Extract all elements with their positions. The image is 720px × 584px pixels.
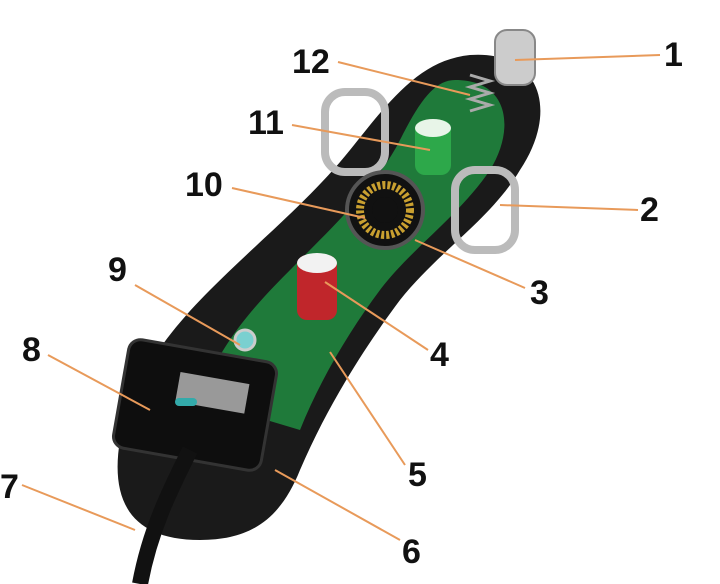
led <box>233 328 257 352</box>
side-contact-left <box>321 88 389 176</box>
tip-contact <box>494 29 536 86</box>
spring <box>464 73 496 113</box>
leader-4 <box>324 281 429 351</box>
usb-led-indicator <box>175 398 197 406</box>
callout-8: 8 <box>22 331 41 369</box>
leader-lines <box>21 54 661 541</box>
callout-10: 10 <box>185 166 223 204</box>
callout-4: 4 <box>430 336 449 374</box>
leader-5 <box>329 351 406 466</box>
leader-1 <box>514 54 661 61</box>
leader-12 <box>337 61 471 96</box>
leader-9 <box>134 284 241 346</box>
callout-3: 3 <box>530 274 549 312</box>
leader-11 <box>291 124 431 151</box>
leader-10 <box>231 187 366 219</box>
callout-12: 12 <box>292 43 330 81</box>
leader-8 <box>47 354 151 411</box>
usb-cable <box>132 446 198 584</box>
leader-7 <box>21 484 136 531</box>
callout-1: 1 <box>664 36 683 74</box>
callout-7: 7 <box>0 468 19 506</box>
callout-11: 11 <box>248 104 284 142</box>
callout-2: 2 <box>640 191 659 229</box>
leader-6 <box>274 469 401 541</box>
leader-2 <box>499 204 639 211</box>
side-contact-right <box>451 166 519 254</box>
callout-5: 5 <box>408 456 427 494</box>
callout-9: 9 <box>108 251 127 289</box>
leader-3 <box>414 239 526 289</box>
callout-6: 6 <box>402 533 421 571</box>
